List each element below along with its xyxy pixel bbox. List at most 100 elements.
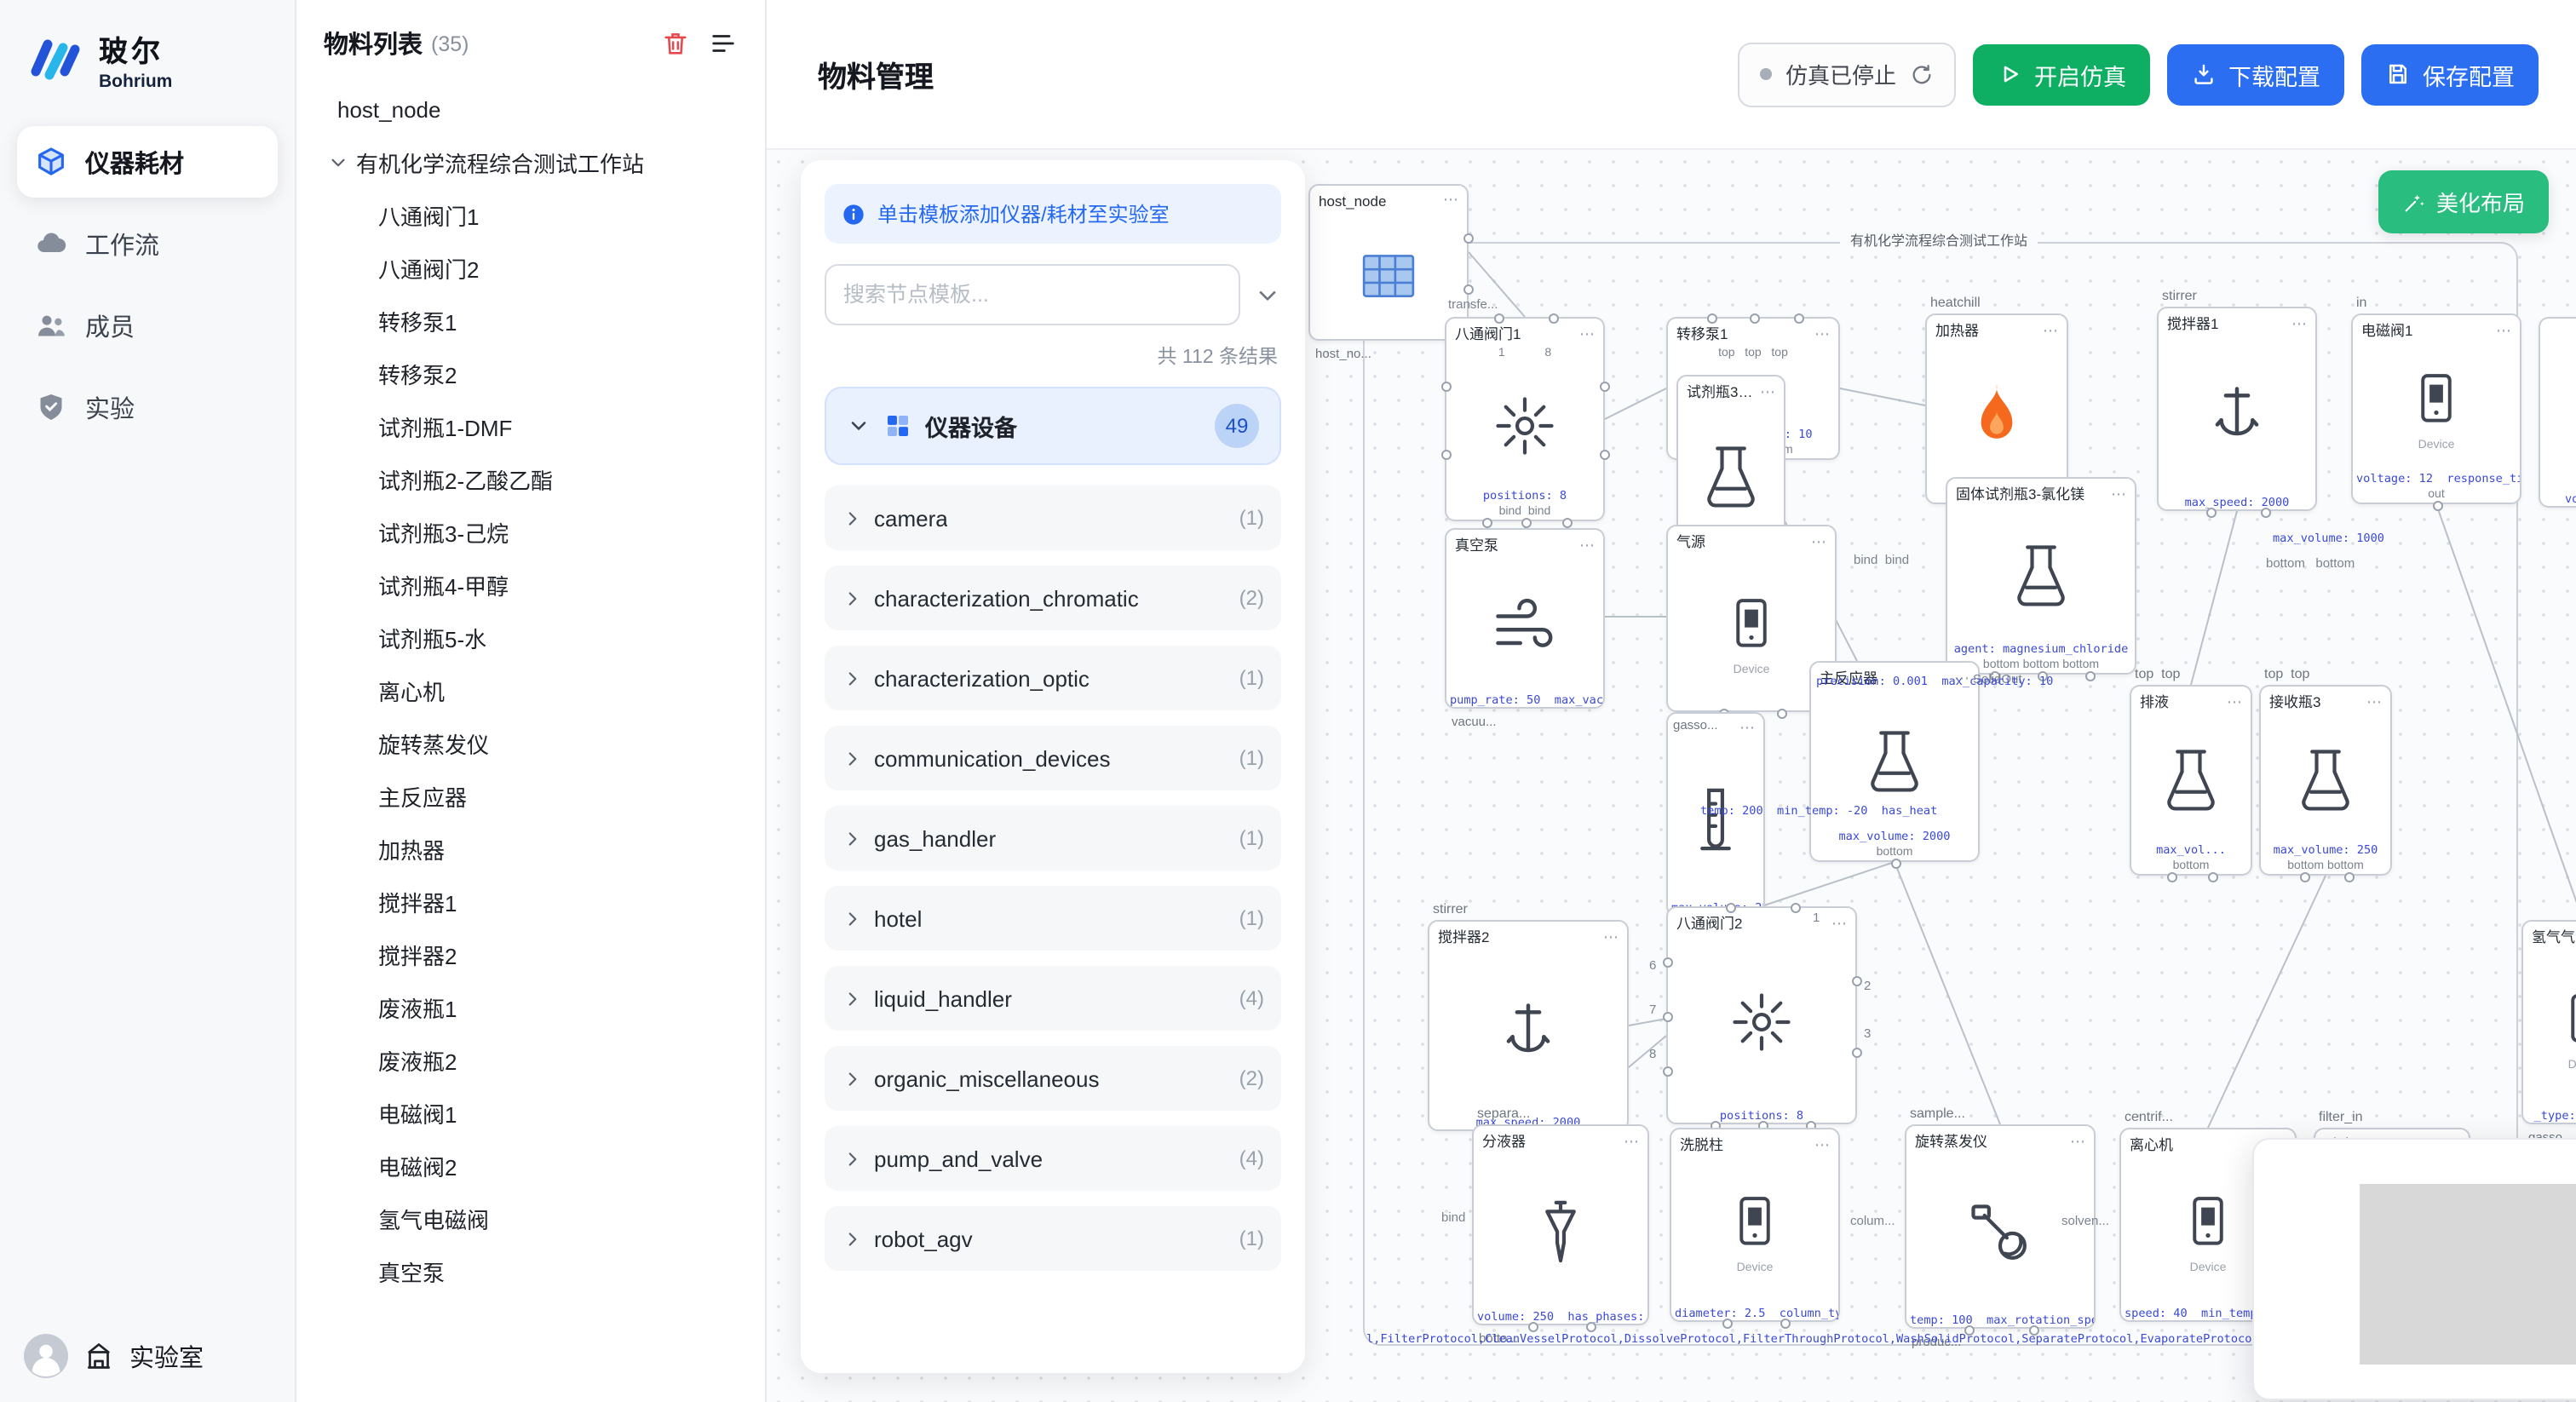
- avatar[interactable]: [24, 1334, 68, 1378]
- node-menu-icon[interactable]: ⋯: [1814, 1135, 1830, 1152]
- node-menu-icon[interactable]: ⋯: [1760, 382, 1775, 399]
- tree-item[interactable]: 电磁阀2: [378, 1155, 457, 1181]
- port-dot[interactable]: [1662, 1012, 1672, 1022]
- tree-item[interactable]: 转移泵2: [378, 363, 457, 388]
- sidebar-lab-switcher[interactable]: 实验室: [24, 1334, 204, 1378]
- category-instruments[interactable]: 仪器设备 49: [825, 387, 1281, 465]
- node-menu-icon[interactable]: ⋯: [1814, 325, 1830, 342]
- template-group-communication_devices[interactable]: communication_devices(1): [825, 726, 1281, 790]
- sim-status-pill[interactable]: 仿真已停止: [1737, 42, 1956, 106]
- node-menu-icon[interactable]: ⋯: [1831, 914, 1847, 931]
- template-group-robot_agv[interactable]: robot_agv(1): [825, 1206, 1281, 1271]
- node-menu-icon[interactable]: ⋯: [2366, 692, 2382, 710]
- port-dot[interactable]: [2260, 507, 2271, 517]
- node-menu-icon[interactable]: ⋯: [1811, 532, 1826, 549]
- template-group-camera[interactable]: camera(1): [825, 486, 1281, 550]
- tree-item[interactable]: 八通阀门1: [378, 204, 480, 230]
- node-menu-icon[interactable]: ⋯: [2291, 314, 2307, 331]
- sidebar-item-workflow[interactable]: 工作流: [17, 208, 278, 279]
- port-dot[interactable]: [1561, 517, 1572, 527]
- start-simulation-button[interactable]: 开启仿真: [1973, 43, 2150, 105]
- node-menu-icon[interactable]: ⋯: [2111, 485, 2126, 502]
- port-dot[interactable]: [2085, 670, 2096, 681]
- sidebar-item-experiment[interactable]: 实验: [17, 371, 278, 443]
- tree-item[interactable]: 转移泵1: [378, 310, 457, 336]
- port-dot[interactable]: [1790, 902, 1801, 912]
- canvas-node[interactable]: 八通阀门2⋯positions: 8: [1662, 902, 1861, 1130]
- port-dot[interactable]: [1726, 902, 1737, 912]
- port-dot[interactable]: [1750, 313, 1760, 323]
- delete-material-icon[interactable]: [661, 29, 690, 58]
- collapse-templates-icon[interactable]: [1254, 281, 1281, 308]
- canvas-node[interactable]: sample...旋转蒸发仪⋯temp: 100 max_rotation_sp…: [1905, 1106, 2096, 1335]
- canvas-node[interactable]: host_node⋯: [1308, 184, 1473, 341]
- port-dot[interactable]: [1599, 382, 1609, 392]
- tree-item[interactable]: 搅拌器2: [378, 944, 457, 969]
- canvas-node[interactable]: 真空泵⋯pump_rate: 50 max_vacuum: 0.1: [1445, 528, 1605, 709]
- template-group-characterization_optic[interactable]: characterization_optic(1): [825, 646, 1281, 710]
- template-group-pump_and_valve[interactable]: pump_and_valve(4): [825, 1126, 1281, 1191]
- port-dot[interactable]: [1722, 1318, 1734, 1328]
- list-settings-icon[interactable]: [709, 29, 738, 58]
- tree-item[interactable]: 搅拌器1: [378, 891, 457, 916]
- tree-item[interactable]: 废液瓶1: [378, 997, 457, 1022]
- port-dot[interactable]: [1964, 1324, 1975, 1335]
- port-dot[interactable]: [2433, 500, 2443, 510]
- tree-item[interactable]: 试剂瓶5-水: [378, 627, 487, 652]
- template-search-input[interactable]: [825, 264, 1240, 325]
- port-dot[interactable]: [2038, 670, 2048, 681]
- node-menu-icon[interactable]: ⋯: [1443, 191, 1458, 208]
- download-config-button[interactable]: 下载配置: [2167, 43, 2344, 105]
- port-dot[interactable]: [1662, 1066, 1672, 1077]
- tree-item[interactable]: 废液瓶2: [378, 1049, 457, 1075]
- node-menu-icon[interactable]: ⋯: [1624, 1132, 1639, 1149]
- port-dot[interactable]: [1851, 975, 1861, 986]
- canvas-node[interactable]: separa...分液器⋯volume: 250 has_phases: tru…: [1472, 1106, 1649, 1331]
- port-dot[interactable]: [1527, 1321, 1538, 1331]
- node-menu-icon[interactable]: ⋯: [2043, 321, 2058, 338]
- port-dot[interactable]: [1463, 233, 1473, 244]
- tree-item[interactable]: 试剂瓶2-乙酸乙酯: [378, 468, 554, 494]
- tree-item[interactable]: 试剂瓶3-己烷: [378, 521, 509, 547]
- template-group-organic_miscellaneous[interactable]: organic_miscellaneous(2): [825, 1046, 1281, 1111]
- port-dot[interactable]: [1891, 858, 1901, 868]
- node-menu-icon[interactable]: ⋯: [2227, 692, 2242, 710]
- tree-item[interactable]: 氢气电磁阀: [378, 1208, 490, 1233]
- node-menu-icon[interactable]: ⋯: [1739, 719, 1755, 736]
- port-dot[interactable]: [1990, 670, 2000, 681]
- port-dot[interactable]: [1599, 450, 1609, 460]
- tree-item[interactable]: 试剂瓶1-DMF: [378, 416, 513, 441]
- port-dot[interactable]: [1851, 1048, 1861, 1059]
- node-menu-icon[interactable]: ⋯: [1579, 325, 1595, 342]
- port-dot[interactable]: [1793, 313, 1803, 323]
- port-dot[interactable]: [1494, 313, 1505, 323]
- template-group-hotel[interactable]: hotel(1): [825, 886, 1281, 951]
- port-dot[interactable]: [2344, 871, 2355, 882]
- port-dot[interactable]: [1481, 517, 1492, 527]
- port-dot[interactable]: [2167, 871, 2177, 882]
- tree-item[interactable]: 主反应器: [378, 785, 468, 811]
- port-dot[interactable]: [1780, 1318, 1791, 1328]
- port-dot[interactable]: [1521, 517, 1532, 527]
- node-menu-icon[interactable]: ⋯: [1603, 928, 1619, 945]
- node-menu-icon[interactable]: ⋯: [2070, 1132, 2085, 1149]
- node-menu-icon[interactable]: ⋯: [2496, 321, 2511, 338]
- tree-item[interactable]: 试剂瓶4-甲醇: [378, 574, 509, 600]
- port-dot[interactable]: [1440, 450, 1451, 460]
- canvas-node[interactable]: 氢气气源⋯Device_type: hydrogen: [2521, 920, 2576, 1124]
- node-menu-icon[interactable]: ⋯: [1954, 669, 1969, 686]
- port-dot[interactable]: [1548, 313, 1559, 323]
- tree-item[interactable]: 真空泵: [378, 1261, 446, 1286]
- port-dot[interactable]: [1776, 708, 1787, 718]
- save-config-button[interactable]: 保存配置: [2361, 43, 2539, 105]
- template-group-characterization_chromatic[interactable]: characterization_chromatic(2): [825, 566, 1281, 630]
